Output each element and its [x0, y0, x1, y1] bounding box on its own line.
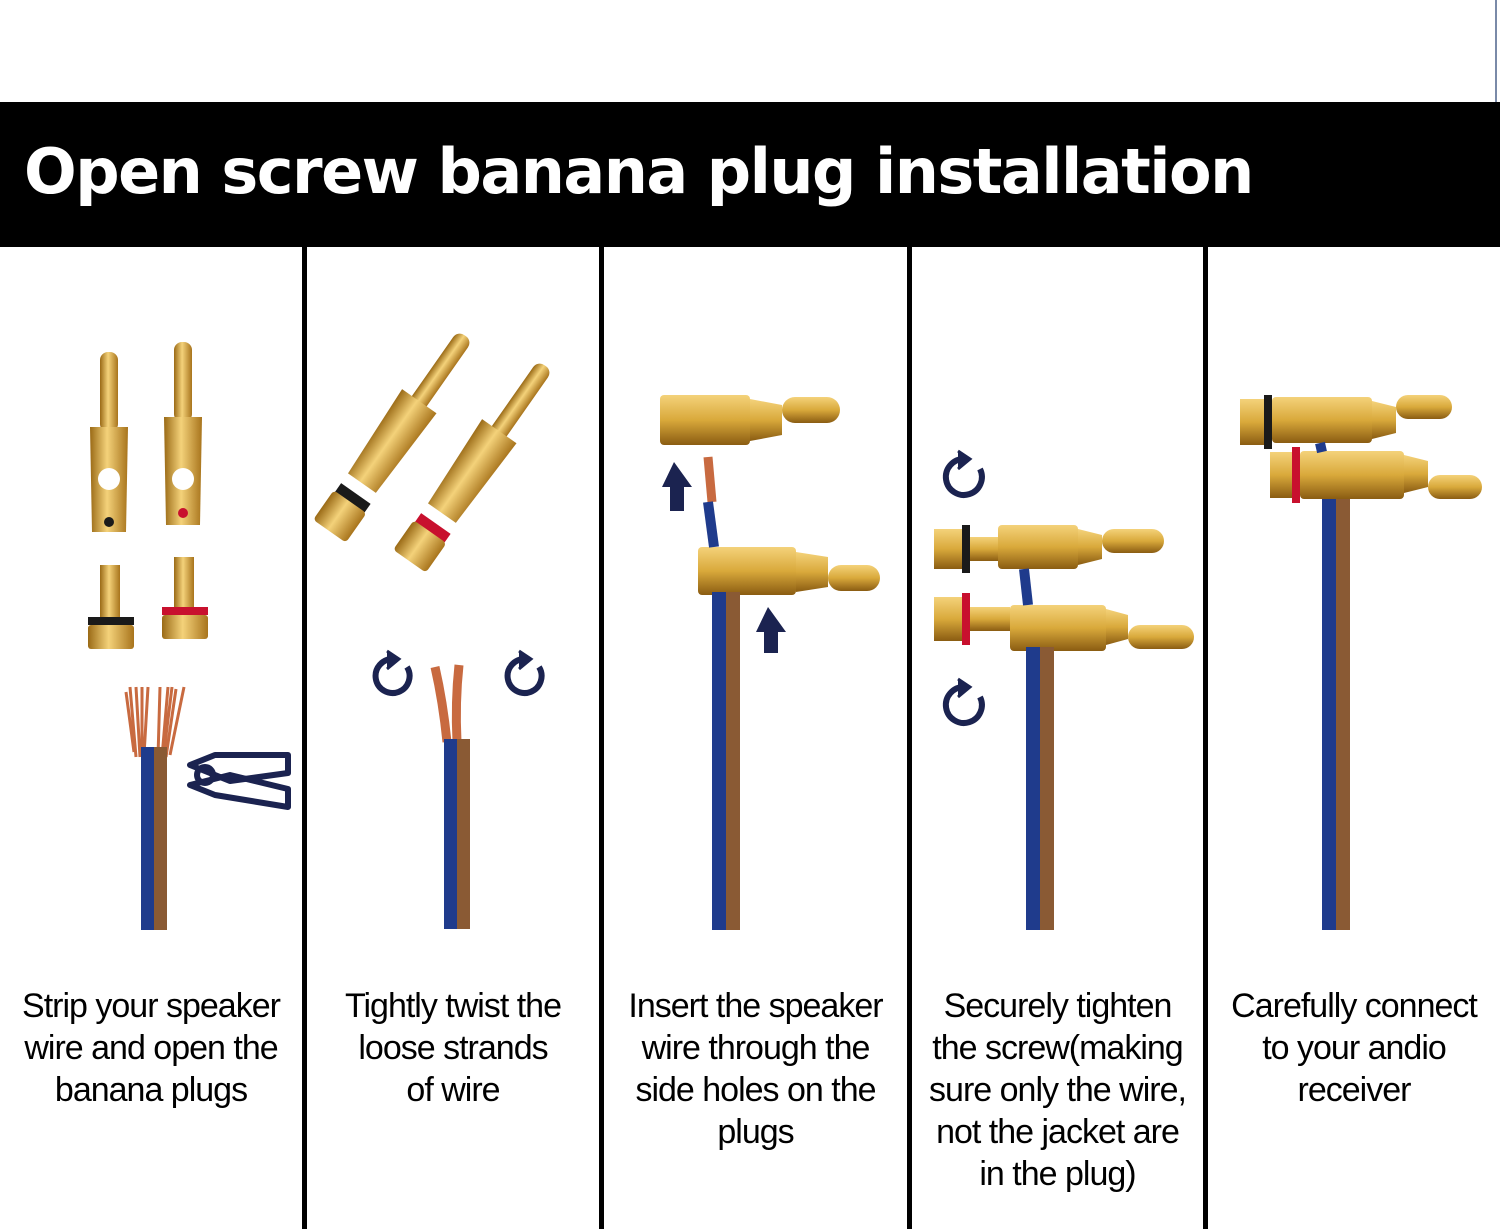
step-2: Tightly twist the loose strands of wire: [307, 247, 599, 1229]
caption-line: Tightly twist the: [344, 987, 562, 1025]
caption-line: sure only the wire,: [929, 1071, 1187, 1109]
caption-line: the screw(making: [932, 1029, 1183, 1067]
edge-line: [1495, 0, 1497, 102]
column-divider: [1203, 247, 1208, 1229]
caption-line: not the jacket are: [936, 1113, 1180, 1151]
step-4: Securely tighten the screw(making sure o…: [912, 247, 1203, 1229]
wire-stripper-icon: [187, 752, 291, 810]
up-arrow-icon: [662, 462, 692, 511]
banana-plug-black: [314, 333, 470, 542]
caption-line: receiver: [1297, 1071, 1412, 1109]
step-5: Carefully connect to your andio receiver: [1208, 247, 1500, 1229]
step-4-illustration: [934, 449, 1194, 930]
step-3-illustration: [660, 395, 880, 930]
caption-line: of wire: [406, 1071, 500, 1109]
step-1-illustration: [88, 342, 291, 930]
step-caption: Securely tighten the screw(making sure o…: [912, 985, 1203, 1195]
screw-cap-black: [88, 565, 134, 649]
step-caption: Carefully connect to your andio receiver: [1208, 985, 1500, 1111]
speaker-wire: [703, 456, 740, 930]
screw-cap-red: [162, 557, 208, 639]
caption-line: wire through the: [641, 1029, 871, 1067]
step-caption: Insert the speaker wire through the side…: [604, 985, 907, 1153]
step-caption: Tightly twist the loose strands of wire: [307, 985, 599, 1111]
step-5-illustration: [1240, 395, 1482, 930]
banana-plug-red: [394, 363, 550, 572]
banana-plug-red: [698, 547, 880, 595]
caption-line: Strip your speaker: [22, 987, 281, 1025]
banana-plug-black: [660, 395, 840, 445]
speaker-wire: [430, 664, 470, 929]
banana-plug-red: [164, 342, 202, 525]
speaker-wire: [124, 686, 186, 930]
column-divider: [302, 247, 307, 1229]
speaker-wire: [1019, 568, 1054, 930]
caption-line: to your andio: [1262, 1029, 1447, 1067]
caption-line: loose strands: [358, 1029, 548, 1067]
banana-plug-red: [1270, 447, 1482, 503]
banana-plug-black: [934, 525, 1164, 573]
caption-line: wire and open the: [24, 1029, 278, 1067]
step-caption: Strip your speaker wire and open the ban…: [0, 985, 302, 1111]
column-divider: [599, 247, 604, 1229]
page-title: Open screw banana plug installation: [24, 135, 1254, 208]
rotate-arrow-icon: [942, 677, 985, 726]
caption-line: banana plugs: [54, 1071, 248, 1109]
caption-line: Insert the speaker: [628, 987, 883, 1025]
title-band: [0, 102, 1500, 247]
caption-line: plugs: [717, 1113, 794, 1151]
rotate-arrow-icon: [942, 449, 985, 498]
caption-line: side holes on the: [635, 1071, 876, 1109]
rotate-arrow-icon: [504, 649, 545, 696]
caption-line: in the plug): [979, 1155, 1136, 1193]
banana-plug-red: [934, 593, 1194, 651]
step-3: Insert the speaker wire through the side…: [604, 247, 907, 1229]
banana-plug-black: [1240, 395, 1452, 449]
step-2-illustration: [314, 333, 550, 929]
caption-line: Carefully connect: [1231, 987, 1478, 1025]
column-divider: [907, 247, 912, 1229]
up-arrow-icon: [756, 607, 786, 653]
caption-line: Securely tighten: [943, 987, 1173, 1025]
rotate-arrow-icon: [372, 649, 413, 696]
banana-plug-black: [90, 352, 128, 532]
step-1: Strip your speaker wire and open the ban…: [0, 247, 302, 1229]
speaker-wire: [1315, 441, 1350, 930]
